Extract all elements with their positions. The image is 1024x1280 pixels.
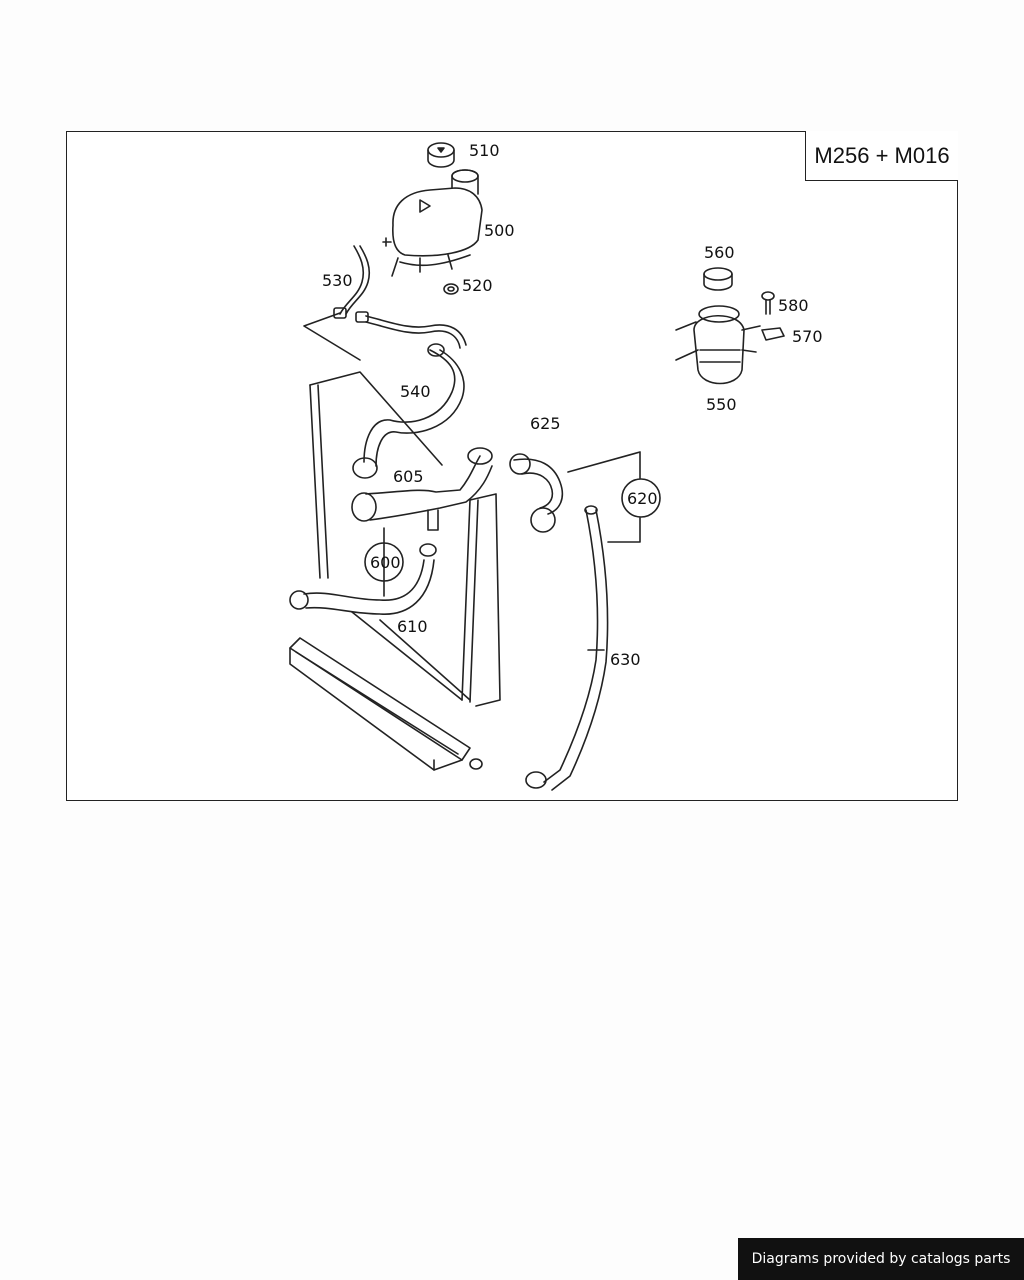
hose-610-part[interactable] <box>289 543 437 615</box>
callout-550[interactable]: 550 <box>706 395 737 414</box>
callout-circle-600 <box>364 542 404 582</box>
reservoir-cap-510-part[interactable] <box>427 142 455 168</box>
callout-510[interactable]: 510 <box>469 141 500 160</box>
callout-580[interactable]: 580 <box>778 296 809 315</box>
callout-570[interactable]: 570 <box>792 327 823 346</box>
callout-540[interactable]: 540 <box>400 382 431 401</box>
hose-625-part[interactable] <box>509 453 564 533</box>
callout-600[interactable]: 600 <box>370 553 401 572</box>
reservoir-cap-560-part[interactable] <box>703 267 733 291</box>
screw-580-part[interactable] <box>761 291 775 315</box>
callout-circle-620 <box>621 478 661 518</box>
radiator-part[interactable] <box>309 371 501 707</box>
callout-520[interactable]: 520 <box>462 276 493 295</box>
vent-hose-530-part[interactable] <box>303 245 467 361</box>
callout-620[interactable]: 620 <box>627 489 658 508</box>
callout-leaders <box>383 451 641 597</box>
engine-code-label: M256 + M016 <box>805 131 958 181</box>
intercooler-part[interactable] <box>289 637 483 771</box>
grommet-520-part[interactable] <box>443 283 459 295</box>
expansion-tank-500-part[interactable] <box>382 169 483 277</box>
callout-530[interactable]: 530 <box>322 271 353 290</box>
hose-630-part[interactable] <box>525 505 609 791</box>
callout-625[interactable]: 625 <box>530 414 561 433</box>
callout-630[interactable]: 630 <box>610 650 641 669</box>
callout-605[interactable]: 605 <box>393 467 424 486</box>
hose-540-part[interactable] <box>352 343 465 479</box>
diagram-frame <box>66 131 958 801</box>
reservoir-550-part[interactable] <box>675 305 761 385</box>
credit-banner: Diagrams provided by catalogs parts <box>738 1238 1024 1280</box>
callout-560[interactable]: 560 <box>704 243 735 262</box>
clip-570-part[interactable] <box>761 327 785 341</box>
callout-610[interactable]: 610 <box>397 617 428 636</box>
callout-500[interactable]: 500 <box>484 221 515 240</box>
hose-605-part[interactable] <box>351 447 493 531</box>
